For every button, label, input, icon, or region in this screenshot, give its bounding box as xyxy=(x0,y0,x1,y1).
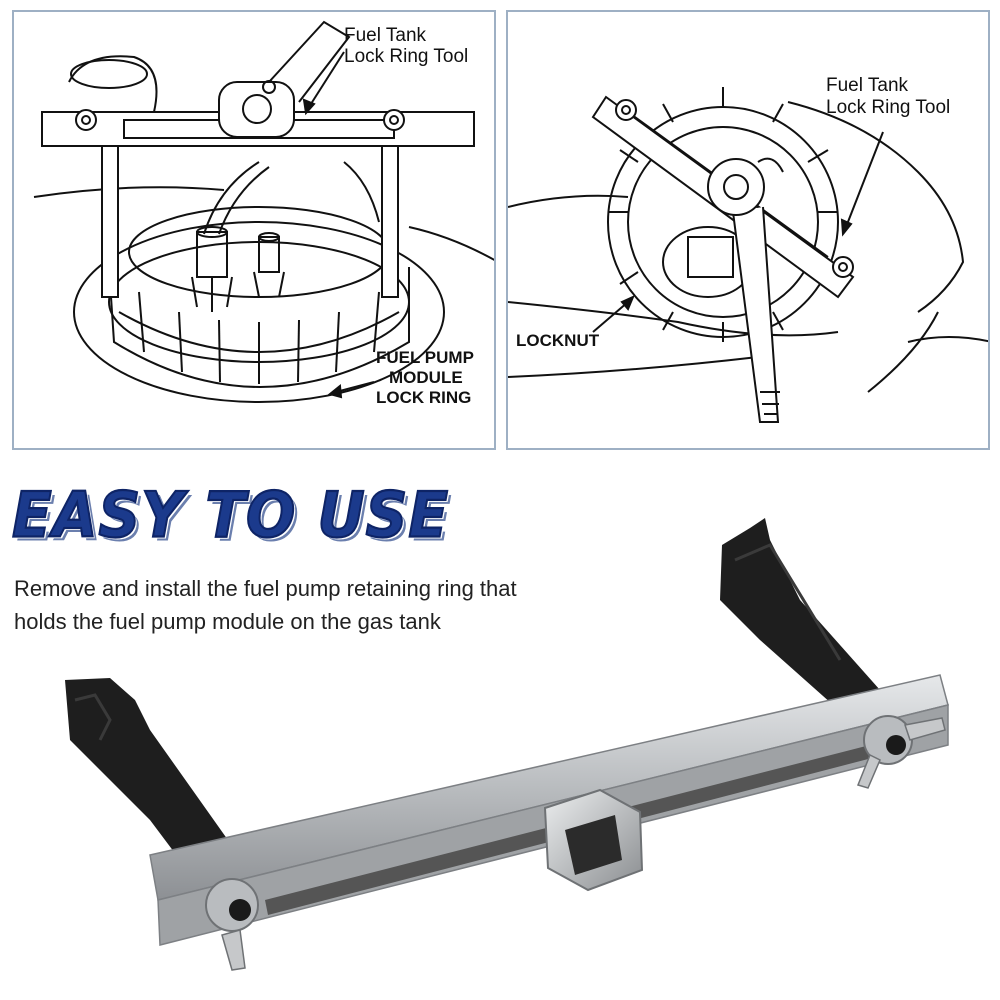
callout-tool-line1: Fuel Tank xyxy=(826,75,909,96)
diagram-panel-right: Fuel Tank Lock Ring Tool LOCKNUT xyxy=(506,10,990,450)
callout-ring-line3: LOCK RING xyxy=(376,388,472,407)
locknut-removal-diagram-icon xyxy=(508,87,988,423)
callout-ring-line1: FUEL PUMP xyxy=(376,348,474,367)
fuel-pump-install-diagram-icon xyxy=(33,20,494,403)
diagram-panel-left: Fuel Tank Lock Ring Tool FUEL PUMP MODUL… xyxy=(12,10,496,450)
callout-tool-line1: Fuel Tank xyxy=(344,25,427,46)
lock-ring-tool-photo-icon xyxy=(65,518,949,971)
headline: EASY TO USE xyxy=(11,477,450,553)
description-text: Remove and install the fuel pump retaini… xyxy=(14,576,517,634)
callout-tool-line2: Lock Ring Tool xyxy=(826,97,951,118)
callout-tool-line2: Lock Ring Tool xyxy=(344,46,469,67)
callout-locknut: LOCKNUT xyxy=(516,331,600,350)
callout-ring-line2: MODULE xyxy=(389,368,463,387)
